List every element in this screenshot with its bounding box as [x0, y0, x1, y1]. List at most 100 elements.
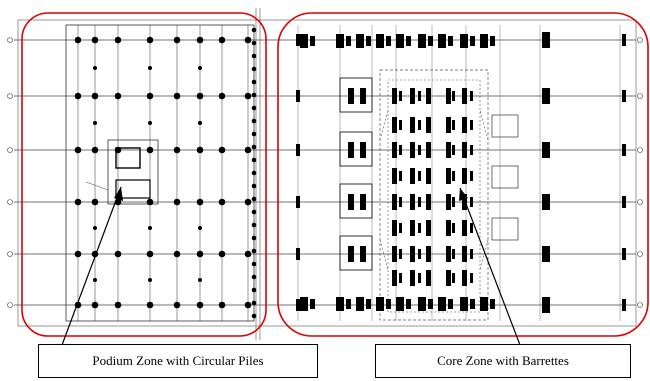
barrette: [622, 34, 626, 46]
ramp-line: [85, 181, 109, 191]
barrette: [470, 36, 475, 46]
edge-pile: [251, 196, 257, 202]
barrette: [448, 299, 453, 309]
circular-pile: [196, 36, 204, 44]
barrette: [446, 117, 451, 133]
barrette: [366, 299, 371, 309]
barrette: [446, 142, 451, 158]
barrette: [418, 34, 426, 48]
barrette: [410, 168, 415, 184]
barrette: [399, 273, 402, 283]
edge-pile: [251, 144, 257, 150]
circular-pile: [218, 301, 226, 309]
barrette: [392, 117, 397, 133]
lift-shaft: [115, 147, 141, 169]
barrette: [542, 32, 550, 48]
edge-pile: [251, 274, 257, 280]
circular-pile: [244, 301, 252, 309]
edge-pile: [251, 235, 257, 241]
barrette: [336, 297, 344, 311]
pile-cap-outline: [339, 77, 373, 113]
barrette: [426, 220, 431, 236]
edge-pile: [251, 157, 257, 163]
grid-bubble: [637, 93, 643, 99]
barrette: [452, 273, 455, 283]
barrette: [542, 194, 550, 210]
podium-arrowhead: [114, 187, 123, 201]
barrette: [622, 299, 626, 311]
barrette: [392, 220, 397, 236]
barrette: [418, 273, 421, 283]
barrette: [300, 297, 308, 311]
barrette: [460, 297, 468, 311]
barrette: [396, 34, 404, 48]
circular-pile: [148, 226, 152, 230]
barrette: [452, 197, 455, 207]
barrette: [452, 91, 455, 101]
barrette: [452, 249, 455, 259]
barrette: [452, 223, 455, 233]
barrette: [446, 88, 451, 104]
barrette: [348, 194, 354, 210]
barrette: [376, 34, 384, 48]
barrette: [360, 246, 366, 262]
barrette: [348, 142, 354, 158]
pile-cap-outline: [339, 235, 373, 271]
circular-pile: [91, 146, 99, 154]
barrette: [366, 36, 371, 46]
barrette: [542, 142, 550, 158]
circular-pile: [196, 198, 204, 206]
circular-pile: [148, 121, 152, 125]
barrette: [418, 145, 421, 155]
barrette: [399, 249, 402, 259]
pile-cap-outline: [491, 114, 519, 138]
pile-cap-outline: [339, 183, 373, 219]
barrette: [470, 197, 473, 207]
barrette: [418, 297, 426, 311]
barrette: [542, 88, 550, 104]
barrette: [490, 36, 495, 46]
circular-pile: [146, 92, 154, 100]
circular-pile: [218, 250, 226, 258]
barrette: [392, 88, 397, 104]
edge-pile: [251, 105, 257, 111]
grid-bubble: [637, 199, 643, 205]
core-boundary-dashed: [379, 69, 489, 321]
circular-pile: [173, 92, 181, 100]
podium-zone-outline: [21, 12, 267, 337]
barrette: [410, 142, 415, 158]
circular-pile: [196, 92, 204, 100]
circular-pile: [74, 92, 82, 100]
circular-pile: [91, 36, 99, 44]
barrette: [399, 223, 402, 233]
barrette: [460, 34, 468, 48]
barrette: [462, 88, 467, 104]
barrette: [428, 36, 433, 46]
circular-pile: [244, 92, 252, 100]
barrette: [470, 273, 473, 283]
barrette: [418, 249, 421, 259]
barrette: [480, 34, 488, 48]
barrette: [296, 144, 300, 156]
grid-bubble: [637, 147, 643, 153]
barrette: [399, 171, 402, 181]
circular-pile: [244, 198, 252, 206]
circular-pile: [218, 198, 226, 206]
barrette: [399, 145, 402, 155]
pile-cap-outline: [491, 165, 519, 189]
barrette: [386, 36, 391, 46]
barrette: [426, 168, 431, 184]
barrette: [490, 299, 495, 309]
circular-pile: [196, 250, 204, 258]
barrettes: [296, 32, 626, 313]
grid-bubble: [7, 302, 13, 308]
podium-zone-caption: Podium Zone with Circular Piles: [38, 344, 318, 378]
barrette: [446, 194, 451, 210]
barrette: [418, 171, 421, 181]
grid-bubble: [7, 147, 13, 153]
barrette: [446, 220, 451, 236]
structural-elements: [17, 8, 637, 340]
barrette: [470, 91, 473, 101]
core-boundary-dashed: [387, 79, 481, 313]
barrette: [446, 270, 451, 286]
